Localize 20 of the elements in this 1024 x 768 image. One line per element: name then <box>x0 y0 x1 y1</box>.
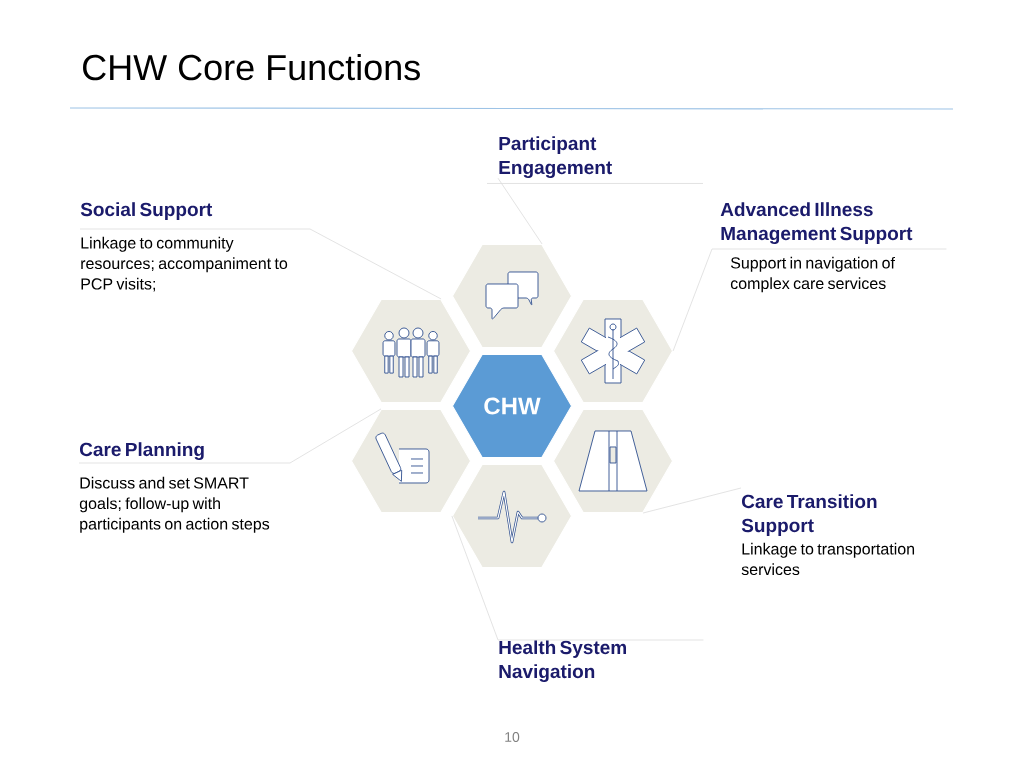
function-description: Linkage to community resources; accompaniment to PCP visits; <box>81 236 288 292</box>
function-description: Linkage to transportation services <box>741 542 915 576</box>
leader-line <box>497 177 543 245</box>
function-heading: Care Transition Support <box>741 494 877 536</box>
function-heading: Social Support <box>80 202 213 220</box>
function-description: Support in navigation of complex care services <box>730 256 895 293</box>
function-heading: Health System Navigation <box>499 640 626 682</box>
leader-line <box>451 515 704 641</box>
title: CHW Core Functions <box>83 53 420 81</box>
leader-line <box>79 228 442 300</box>
leader-line <box>672 248 947 352</box>
leader-line <box>642 487 742 514</box>
page-number: 10 <box>505 732 520 742</box>
function-heading: Advanced Illness Management Support <box>720 202 913 244</box>
leader-line <box>78 408 382 464</box>
hexagon <box>452 463 572 569</box>
function-heading: Care Planning <box>80 442 204 460</box>
hexagon: CHW <box>452 353 572 459</box>
function-heading: Participant Engagement <box>499 136 612 178</box>
function-description: Discuss and set SMART goals; follow-up with participants on action steps <box>79 476 270 533</box>
